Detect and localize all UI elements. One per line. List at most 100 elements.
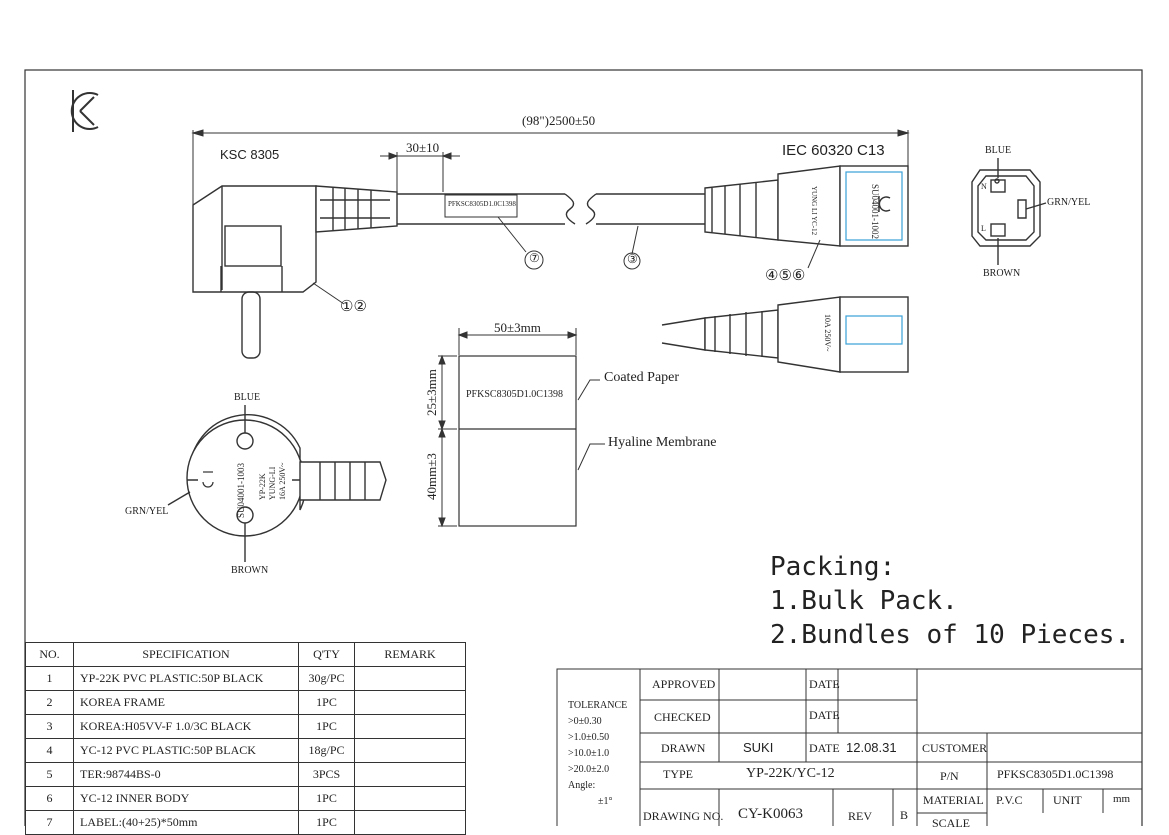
connector-brand-line: YUNG LI bbox=[810, 186, 818, 215]
checked-date-label: DATE bbox=[809, 708, 840, 722]
tolerance-angle-value: ±1° bbox=[598, 796, 613, 807]
connector-brown-label: BROWN bbox=[983, 268, 1021, 279]
tolerance-angle-label: Angle: bbox=[568, 780, 596, 791]
hyaline-membrane-label: Hyaline Membrane bbox=[608, 435, 717, 450]
connector-neutral-label: N bbox=[981, 182, 987, 191]
connector-line-label: L bbox=[981, 224, 986, 233]
plug-blue-label: BLUE bbox=[234, 392, 261, 403]
connector-side-view bbox=[704, 165, 909, 247]
strip-dimension-line bbox=[380, 152, 460, 192]
membrane-height-dimension: 40mm±3 bbox=[424, 453, 439, 500]
connector-standard-label: IEC 60320 C13 bbox=[782, 142, 885, 159]
header-qty: Q'TY bbox=[298, 642, 355, 667]
plug-brown-label: BROWN bbox=[231, 565, 269, 576]
drawn-date-label: DATE bbox=[809, 741, 840, 755]
plug-rating-text: 16A 250V~ bbox=[278, 462, 287, 500]
cable-print-box bbox=[444, 194, 518, 218]
customer-label: CUSTOMER bbox=[922, 741, 988, 755]
strip-length-dimension: 30±10 bbox=[406, 140, 440, 155]
connector-brand-text: YUNG LI YC-12 bbox=[810, 186, 818, 235]
cable bbox=[397, 193, 705, 225]
header-specification: SPECIFICATION bbox=[73, 642, 299, 667]
row-spec: TER:98744BS-0 bbox=[73, 762, 299, 787]
cable-print-text: PFKSC8305D1.0C1398 bbox=[448, 200, 516, 208]
tolerance-line: >10.0±1.0 bbox=[568, 748, 610, 759]
rev-value: B bbox=[900, 808, 909, 822]
row-no: 1 bbox=[25, 666, 74, 691]
tolerance-line: >1.0±0.50 bbox=[568, 732, 610, 743]
row-remark bbox=[354, 762, 466, 787]
label-drawing bbox=[458, 355, 577, 527]
row-remark bbox=[354, 810, 466, 835]
drawing-no-value: CY-K0063 bbox=[738, 806, 804, 822]
label-width-dimension: 50±3mm bbox=[494, 320, 541, 335]
row-qty: 1PC bbox=[298, 714, 355, 739]
row-qty: 1PC bbox=[298, 786, 355, 811]
plug-brand-text: YUNG-LI bbox=[268, 466, 277, 500]
plug-face-view bbox=[167, 405, 387, 562]
kc-logo bbox=[70, 90, 99, 132]
rev-label: REV bbox=[848, 809, 872, 823]
pn-value: PFKSC8305D1.0C1398 bbox=[997, 767, 1114, 781]
row-qty: 3PCS bbox=[298, 762, 355, 787]
leader-lines bbox=[312, 216, 821, 305]
tolerance-block: TOLERANCE >0±0.30 >1.0±0.50 >10.0±1.0 >2… bbox=[568, 698, 627, 810]
packing-line-1: 1.Bulk Pack. bbox=[770, 586, 958, 616]
drawing-frame bbox=[24, 69, 1143, 826]
row-no: 3 bbox=[25, 714, 74, 739]
row-spec: LABEL:(40+25)*50mm bbox=[73, 810, 299, 835]
row-qty: 18g/PC bbox=[298, 738, 355, 763]
callout-connector-parts: ④⑤⑥ bbox=[765, 268, 806, 284]
tolerance-line: >20.0±2.0 bbox=[568, 764, 610, 775]
connector-rating-text: 10A 250V~ bbox=[823, 314, 832, 352]
kc-mark-connector bbox=[878, 196, 891, 212]
drawn-value: SUKI bbox=[743, 740, 774, 755]
scale-label: SCALE bbox=[932, 816, 971, 830]
callout-cable: ③ bbox=[627, 252, 638, 266]
overall-dimension-line bbox=[191, 129, 910, 205]
row-remark bbox=[354, 738, 466, 763]
row-no: 4 bbox=[25, 738, 74, 763]
packing-title: Packing: bbox=[770, 552, 896, 582]
row-remark bbox=[354, 690, 466, 715]
row-no: 6 bbox=[25, 786, 74, 811]
connector-blue-label: BLUE bbox=[985, 145, 1012, 156]
approved-date-label: DATE bbox=[809, 677, 840, 691]
plug-model-text: YP-22K bbox=[258, 473, 267, 500]
row-qty: 30g/PC bbox=[298, 666, 355, 691]
unit-value: mm bbox=[1113, 793, 1131, 805]
type-value: YP-22K/YC-12 bbox=[746, 766, 835, 781]
coated-paper-label: Coated Paper bbox=[604, 370, 680, 385]
connector-cert-text: SU04001-1002 bbox=[870, 184, 880, 239]
drawing-no-label: DRAWING NO. bbox=[643, 809, 724, 823]
spec-header-row: NO. SPECIFICATION Q'TY REMARK bbox=[25, 642, 466, 667]
tolerance-line: >0±0.30 bbox=[568, 716, 602, 727]
checked-label: CHECKED bbox=[654, 710, 711, 724]
plug-standard-label: KSC 8305 bbox=[220, 147, 280, 162]
row-spec: YC-12 PVC PLASTIC:50P BLACK bbox=[73, 738, 299, 763]
row-spec: KOREA FRAME bbox=[73, 690, 299, 715]
row-qty: 1PC bbox=[298, 810, 355, 835]
plug-grn-yel-label: GRN/YEL bbox=[125, 506, 169, 517]
callout-label: ⑦ bbox=[529, 251, 540, 265]
packing-line-2: 2.Bundles of 10 Pieces. bbox=[770, 620, 1131, 650]
kc-mark-plug bbox=[202, 471, 214, 488]
drawn-date-value: 12.08.31 bbox=[846, 740, 897, 755]
label-leaders bbox=[577, 379, 605, 471]
material-value: P.V.C bbox=[996, 793, 1023, 807]
header-remark: REMARK bbox=[354, 642, 466, 667]
callout-plug-parts: ①② bbox=[340, 299, 367, 315]
tolerance-title: TOLERANCE bbox=[568, 700, 628, 711]
material-label: MATERIAL bbox=[923, 793, 984, 807]
row-no: 2 bbox=[25, 690, 74, 715]
title-block-grid bbox=[556, 668, 1143, 826]
row-remark bbox=[354, 666, 466, 691]
plug-cert-text: SU04001-1003 bbox=[236, 462, 246, 518]
plug-side-view bbox=[192, 185, 398, 359]
row-spec: YP-22K PVC PLASTIC:50P BLACK bbox=[73, 666, 299, 691]
